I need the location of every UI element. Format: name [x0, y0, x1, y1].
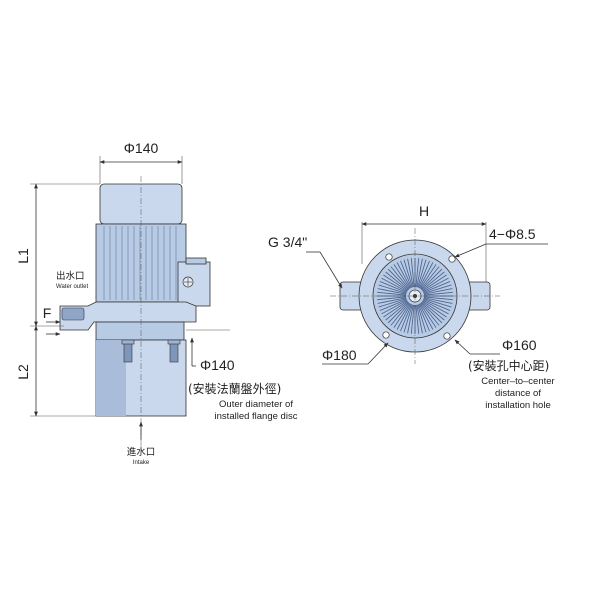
grille-spoke — [415, 258, 420, 288]
flange-phi140: Φ140 — [200, 357, 235, 373]
grille-spoke — [423, 281, 451, 293]
grille-spoke — [407, 258, 414, 288]
grille-spoke — [418, 260, 430, 288]
flange-label-en-1: Outer diameter of — [219, 399, 293, 410]
grille-spoke — [385, 301, 409, 321]
grille-spoke — [400, 304, 412, 332]
outlet-label-en: Water outlet — [56, 284, 88, 290]
flange-label-cn: (安裝法蘭盤外徑) — [188, 381, 281, 396]
grille-spoke — [400, 260, 412, 288]
grille-spoke — [421, 301, 445, 321]
grille-spoke — [390, 266, 410, 290]
grille-spoke — [383, 300, 408, 318]
grille-spoke — [423, 296, 453, 301]
grille-spoke — [393, 303, 411, 328]
water-outlet-pipe — [61, 307, 85, 321]
grille-spoke — [377, 288, 407, 295]
grille-spoke — [417, 304, 427, 333]
grille-spoke — [387, 268, 409, 290]
intake-label-cn: 進水口 — [127, 446, 156, 458]
side-view: Φ140 L1 L2 F 出水口 Water outlet 進水口 Intake… — [15, 140, 298, 466]
dim-l2: L2 — [15, 364, 31, 380]
dim-phi140-top: Φ140 — [124, 140, 159, 156]
hole-distance-en-3: installation hole — [485, 400, 551, 411]
intake-label-en: Intake — [133, 460, 150, 466]
grille-spoke — [410, 258, 415, 288]
dim-h: H — [419, 203, 429, 219]
grille-spoke — [387, 302, 409, 324]
hole-distance-en-2: distance of — [495, 388, 541, 399]
grille-spoke — [377, 291, 407, 296]
grille-spoke — [421, 268, 443, 290]
dim-phi180: Φ180 — [322, 347, 357, 363]
grille-spoke — [418, 262, 434, 289]
grille-spoke — [422, 300, 447, 318]
grille-spoke — [393, 264, 411, 289]
grille-spoke — [419, 264, 437, 289]
grille-spoke — [423, 291, 453, 296]
grille-spoke — [423, 298, 452, 308]
grille-spoke — [383, 274, 408, 292]
grille-spoke — [420, 302, 440, 326]
grille-spoke — [419, 303, 437, 328]
grille-spoke — [381, 277, 408, 293]
terminal-box-lid — [185, 257, 207, 265]
dim-l1: L1 — [15, 248, 31, 264]
hole-distance-en-1: Center–to–center — [481, 376, 554, 387]
grille-spoke — [423, 284, 452, 294]
grille-spoke — [416, 304, 423, 334]
mounting-hole-icons — [382, 253, 456, 340]
grille-spoke — [418, 304, 430, 332]
pump-casing-shade — [96, 340, 126, 416]
motor-ribs — [103, 226, 177, 300]
grille-spoke — [378, 284, 407, 294]
grille-spoke — [378, 298, 407, 308]
grille-spoke — [416, 258, 423, 288]
top-view: H G 3/4" 4−Φ8.5 Φ180 Φ160 (安裝孔中心距) Cente… — [268, 203, 555, 411]
grille-spoke — [403, 259, 413, 288]
fan-grille — [377, 258, 453, 334]
terminal-box — [177, 261, 211, 307]
grille-spoke — [403, 304, 413, 333]
port-thread-g34: G 3/4" — [268, 234, 307, 250]
grille-spoke — [407, 304, 414, 334]
grille-spoke — [422, 277, 449, 293]
grille-spoke — [422, 299, 449, 315]
grille-spoke — [422, 274, 447, 292]
grille-spoke — [381, 299, 408, 315]
grille-spoke — [423, 299, 451, 311]
hole-distance-cn: (安裝孔中心距) — [468, 358, 549, 373]
grille-spoke — [415, 304, 420, 334]
flange-label-en-2: installed flange disc — [215, 411, 298, 422]
flange-bolt-icons — [121, 339, 181, 363]
dim-f: F — [43, 305, 52, 321]
grille-spoke — [379, 299, 407, 311]
grille-spoke — [379, 281, 407, 293]
grille-spoke — [396, 262, 412, 289]
grille-spoke — [421, 302, 443, 324]
grille-spoke — [396, 303, 412, 330]
pump-casing — [95, 321, 185, 341]
holes-4-phi8-5: 4−Φ8.5 — [489, 226, 536, 242]
outlet-label-cn: 出水口 — [56, 270, 85, 282]
grille-spoke — [420, 266, 440, 290]
grille-spoke — [423, 288, 453, 295]
grille-spoke — [410, 304, 415, 334]
grille-spoke — [377, 296, 407, 301]
grille-spoke — [385, 271, 409, 291]
dim-phi160: Φ160 — [502, 337, 537, 353]
grille-spoke — [423, 297, 453, 304]
outlet-flange — [59, 301, 197, 331]
grille-spoke — [418, 303, 434, 330]
grille-spoke — [377, 297, 407, 304]
grille-spoke — [417, 259, 427, 288]
grille-spoke — [390, 302, 410, 326]
grille-spoke — [421, 271, 445, 291]
